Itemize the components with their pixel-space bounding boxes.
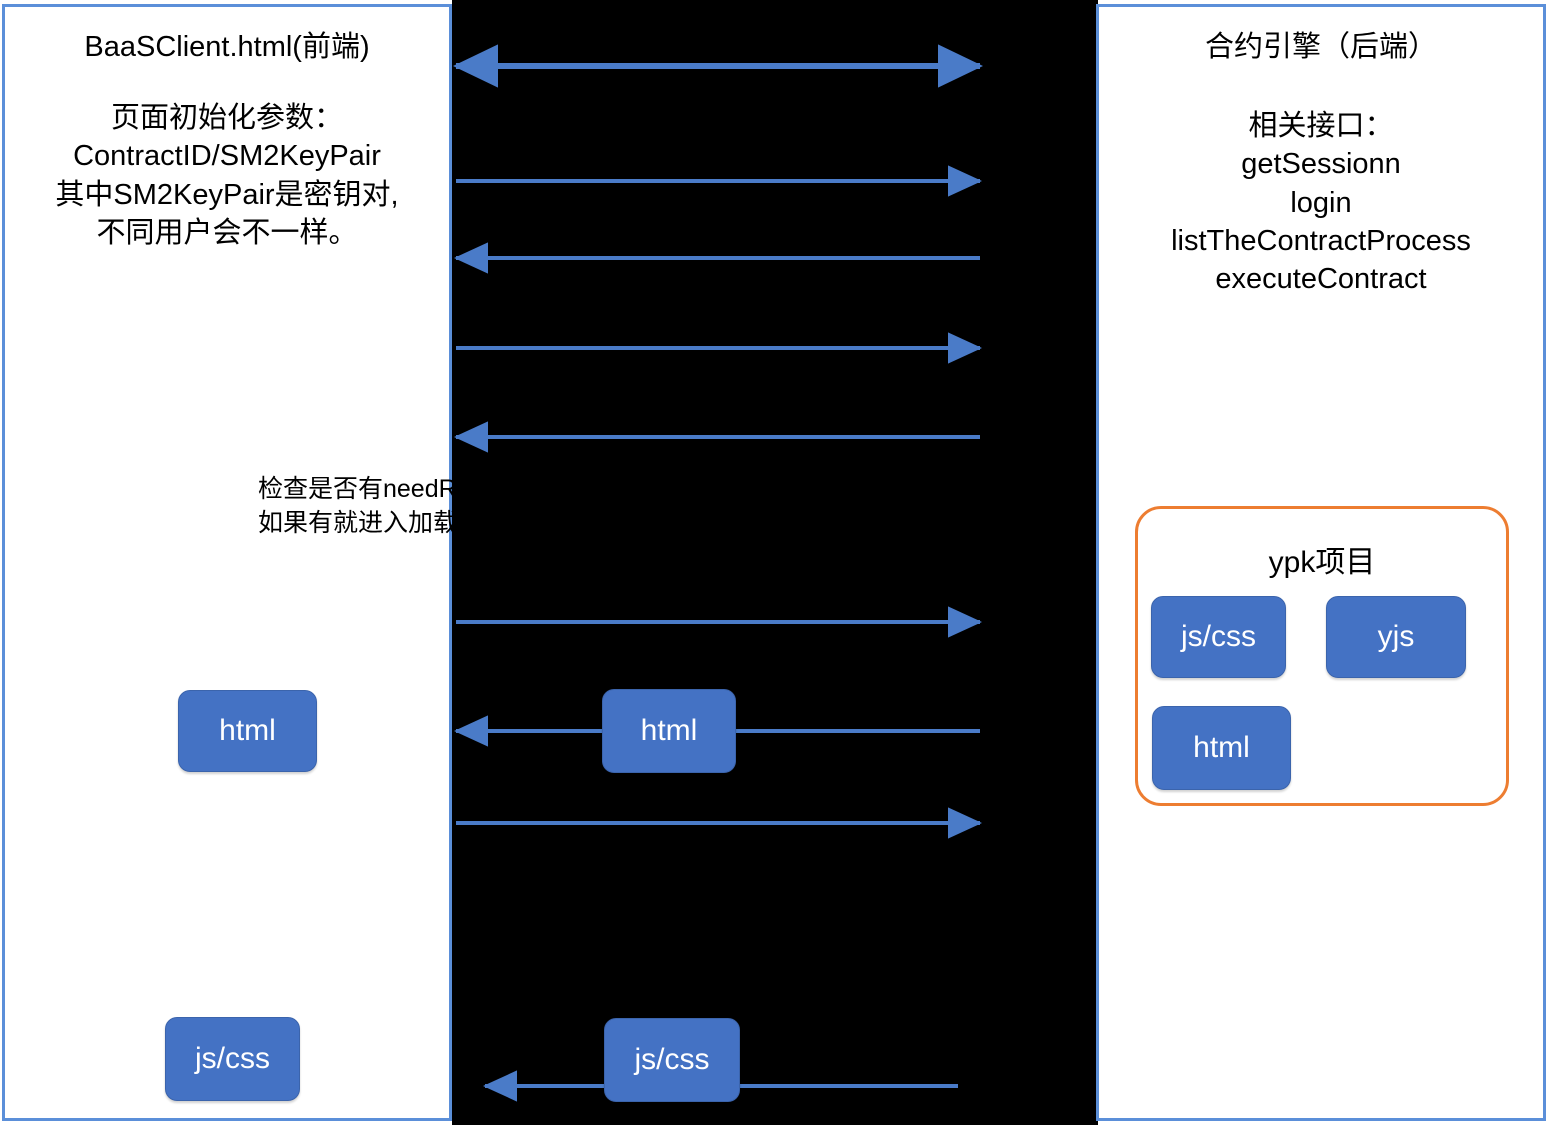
transfer-html-box[interactable]: html [602, 689, 736, 773]
backend-panel-title: 合约引擎（后端） [1204, 31, 1437, 63]
ypk-jscss-box[interactable]: js/css [1151, 596, 1286, 678]
needr-check-note-text: 检查是否有needR 如果有就进入加载 [258, 475, 452, 537]
transfer-html-box-label: html [640, 714, 698, 747]
frontend-panel-body: 页面初始化参数： ContractID/SM2KeyPair 其中SM2KeyP… [55, 102, 399, 249]
frontend-jscss-box-label: js/css [195, 1042, 270, 1075]
backend-panel-body: 相关接口： getSessionn login listTheContractP… [1171, 110, 1471, 296]
transfer-jscss-box[interactable]: js/css [604, 1018, 740, 1102]
needr-check-note: 检查是否有needR 如果有就进入加载 [258, 472, 452, 550]
ypk-project-group-title: ypk项目 [1268, 546, 1376, 579]
ypk-yjs-box-label: yjs [1377, 620, 1415, 653]
frontend-html-box[interactable]: html [178, 690, 317, 772]
ypk-yjs-box[interactable]: yjs [1326, 596, 1466, 678]
frontend-html-box-label: html [219, 714, 276, 747]
frontend-panel-title: BaaSClient.html(前端) [84, 31, 370, 63]
frontend-jscss-box[interactable]: js/css [165, 1017, 300, 1101]
ypk-html-box-label: html [1193, 731, 1250, 764]
sequence-channel [452, 0, 1098, 1125]
transfer-jscss-box-label: js/css [634, 1043, 710, 1076]
frontend-panel: BaaSClient.html(前端) 页面初始化参数： ContractID/… [2, 4, 452, 1121]
ypk-jscss-box-label: js/css [1181, 620, 1256, 653]
ypk-html-box[interactable]: html [1152, 706, 1291, 790]
